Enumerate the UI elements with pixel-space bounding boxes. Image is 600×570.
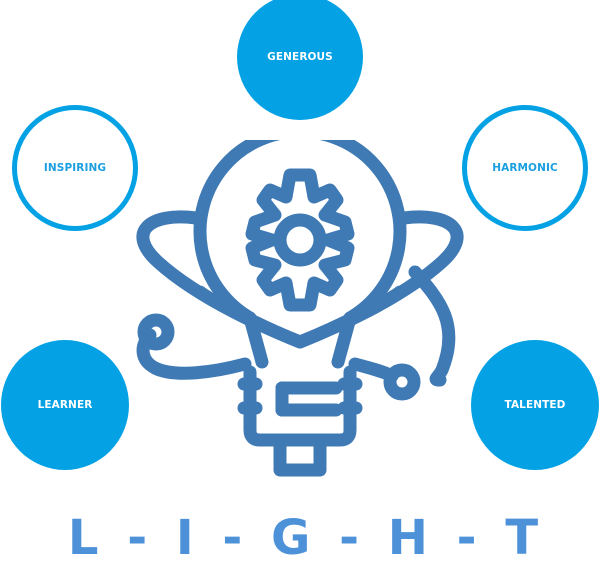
trait-inspiring: INSPIRING [12, 105, 138, 231]
trait-learner: LEARNER [1, 340, 129, 470]
trait-label: TALENTED [504, 399, 566, 411]
trait-label: HARMONIC [492, 162, 558, 174]
trait-label: INSPIRING [43, 162, 107, 174]
trait-harmonic: HARMONIC [462, 105, 588, 231]
trait-label: LEARNER [37, 399, 93, 411]
diagram-title: L - I - G - H - T [67, 510, 545, 566]
trait-label: GENEROUS [267, 51, 333, 63]
trait-generous: GENEROUS [237, 0, 363, 120]
lightbulb-gear-atom-icon [136, 140, 464, 477]
trait-talented: TALENTED [471, 340, 599, 470]
